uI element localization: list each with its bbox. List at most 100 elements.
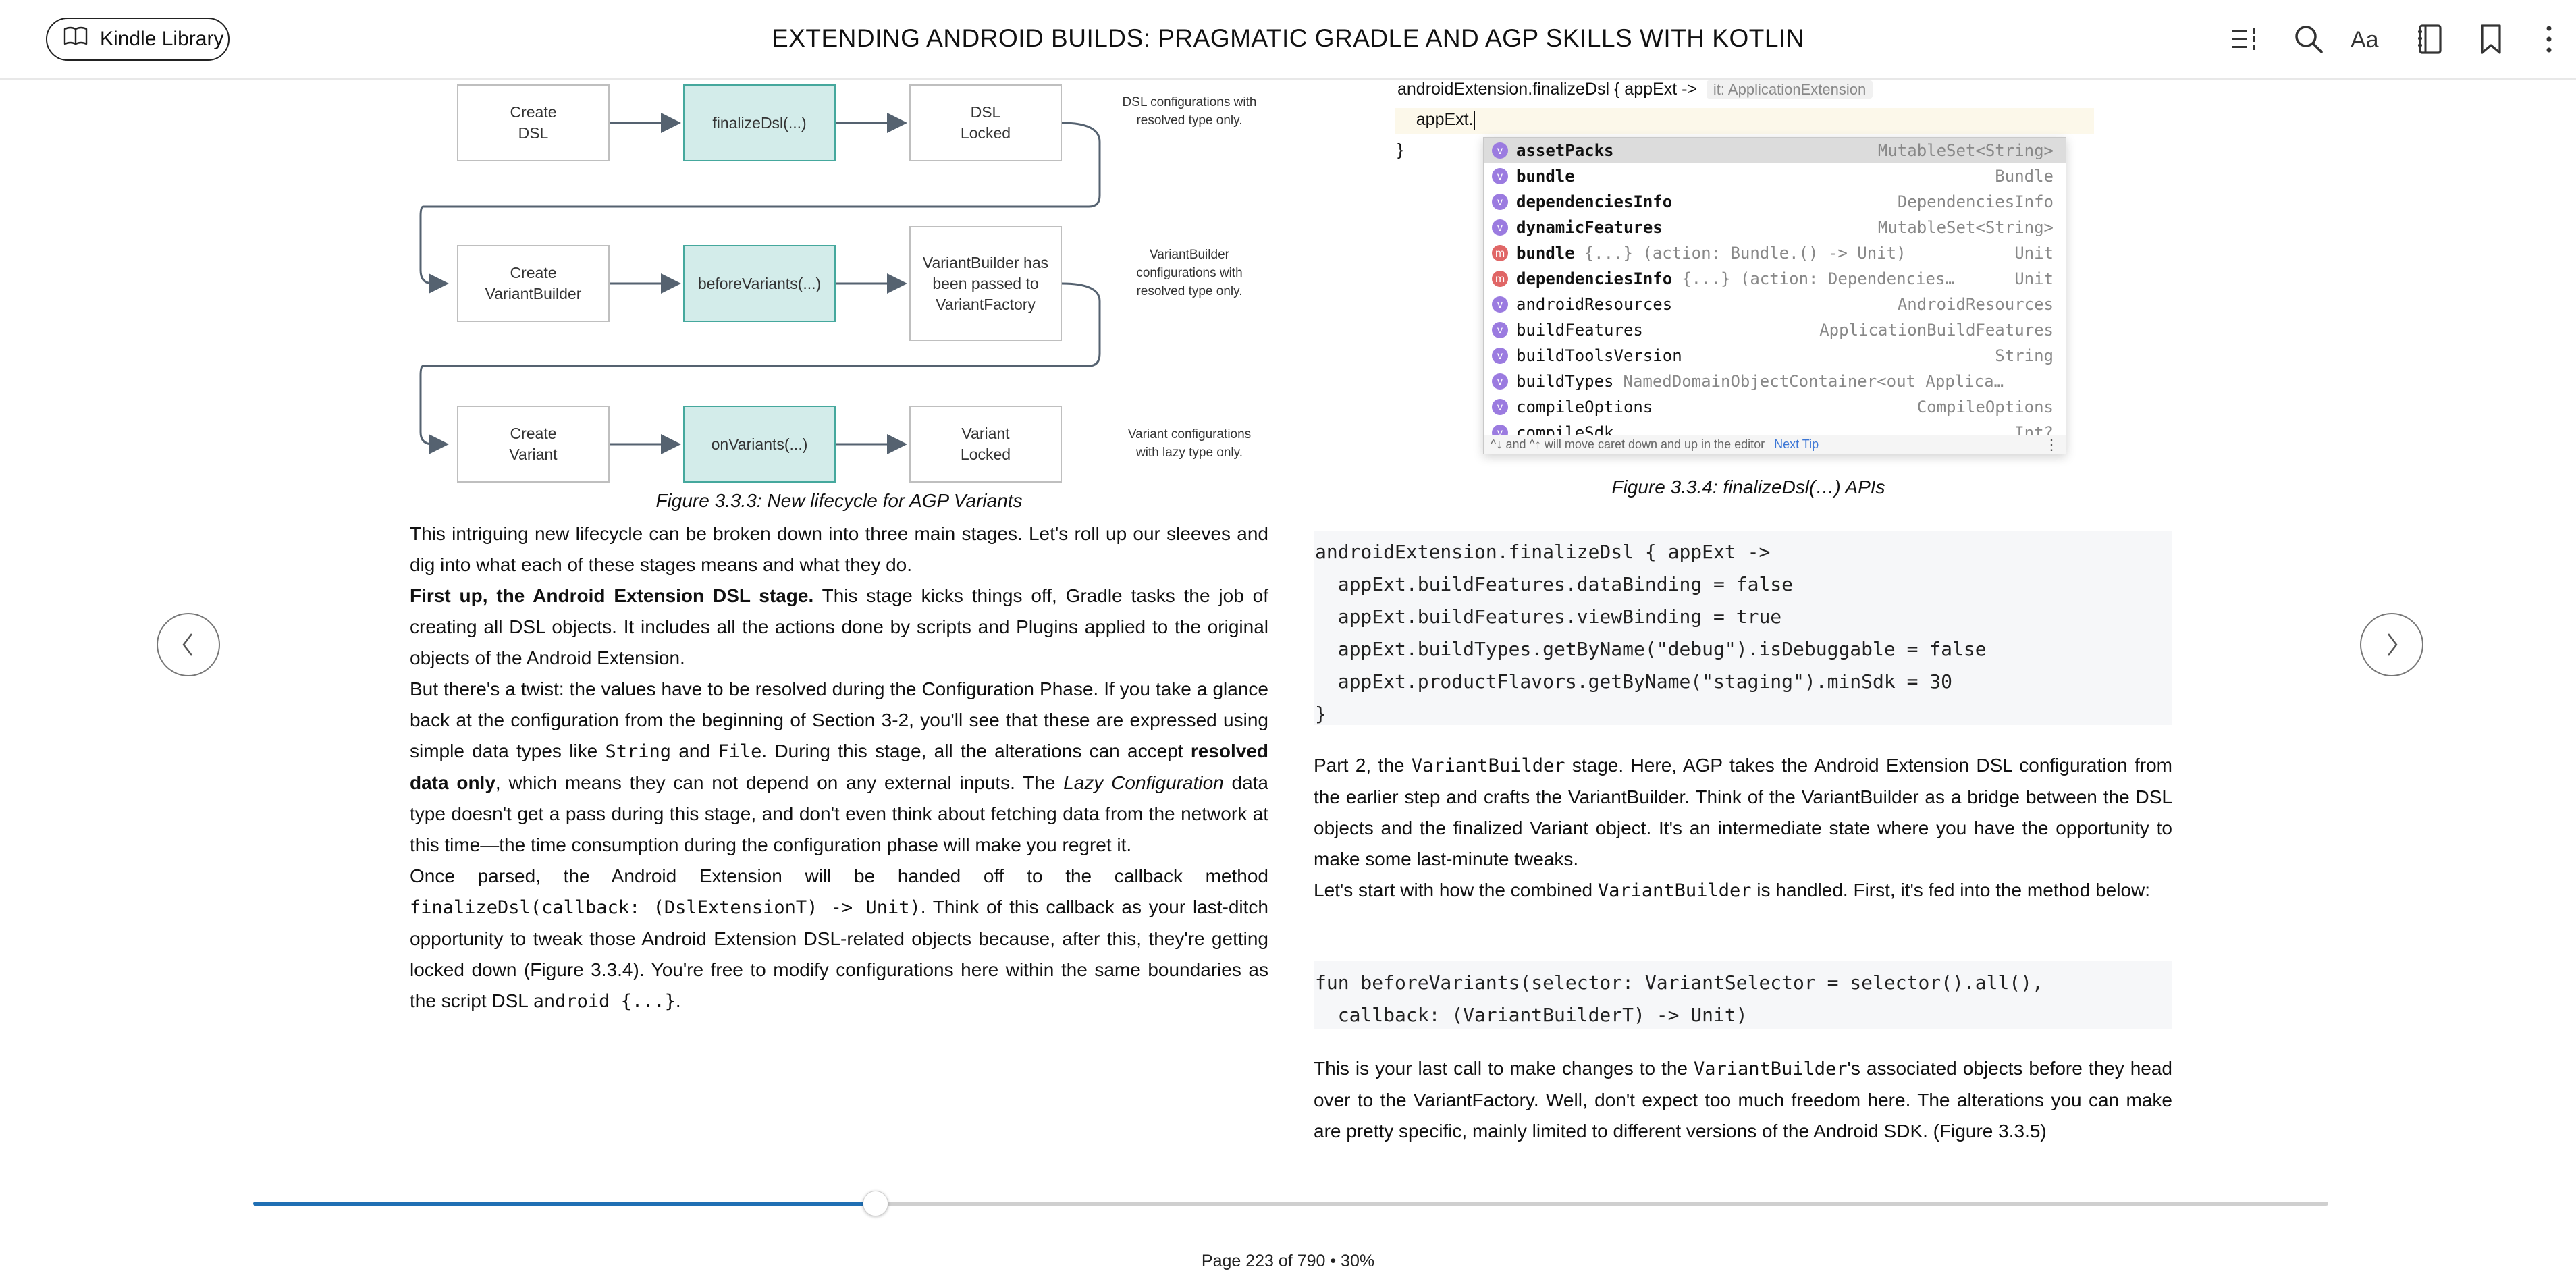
- code-text: androidExtension.finalizeDsl { appExt ->: [1315, 541, 1771, 563]
- table-of-contents-icon[interactable]: [2228, 20, 2265, 58]
- completion-type: MutableSet<String>: [1877, 141, 2054, 160]
- completion-type: String: [1995, 346, 2054, 365]
- code-line: appExt.buildTypes.getByName("debug").isD…: [1315, 633, 2172, 666]
- code-text: fun beforeVariants(selector: VariantSele…: [1315, 971, 2043, 994]
- more-options-icon[interactable]: [2530, 20, 2568, 58]
- variantbuilder-note: VariantBuilder configurations with resol…: [1136, 248, 1243, 298]
- left-prose: This intriguing new lifecycle can be bro…: [410, 518, 1268, 1017]
- reading-progress-bar[interactable]: [253, 1191, 2328, 1216]
- before-variants-box: beforeVariants(...): [683, 245, 836, 322]
- inline-code: finalizeDsl(callback: (DslExtensionT) ->…: [410, 897, 921, 918]
- completion-type: MutableSet<String>: [1877, 218, 2054, 237]
- completion-name: buildFeatures: [1516, 321, 1643, 340]
- text: Let's start with how the combined: [1314, 880, 1598, 901]
- completion-detail: NamedDomainObjectContainer<out Applica…: [1623, 372, 2004, 391]
- page-status: Page 223 of 790 • 30%: [1201, 1252, 1375, 1270]
- search-icon[interactable]: [2290, 20, 2328, 58]
- completion-item[interactable]: m dependenciesInfo {...} (action: Dependen…: [1484, 266, 2066, 292]
- kindle-library-button[interactable]: Kindle Library: [46, 18, 230, 61]
- text: is handled. First, it's fed into the met…: [1751, 880, 2151, 901]
- text: Once parsed, the Android Extension will …: [410, 865, 1268, 886]
- completion-name: assetPacks: [1516, 141, 1614, 160]
- svg-text:Aa: Aa: [2351, 27, 2379, 53]
- inline-code: String: [605, 741, 672, 762]
- progress-slider-handle[interactable]: [863, 1191, 889, 1216]
- paragraph: Part 2, the VariantBuilder stage. Here, …: [1314, 750, 2172, 875]
- code-text: appExt.productFlavors.getByName("staging…: [1315, 670, 1953, 693]
- notebook-icon[interactable]: [2411, 20, 2449, 58]
- font-settings-icon[interactable]: Aa: [2349, 20, 2387, 58]
- completion-name: bundle: [1516, 167, 1575, 186]
- property-kind-icon: v: [1492, 168, 1508, 184]
- ide-code-line: androidExtension.finalizeDsl { appExt ->…: [1397, 80, 1873, 99]
- variant-locked-label: Variant Locked: [960, 425, 1011, 463]
- inline-code: android {...}: [533, 991, 676, 1012]
- completion-item[interactable]: v compileOptions CompileOptions: [1484, 394, 2066, 420]
- property-kind-icon: v: [1492, 296, 1508, 313]
- italic-text: Lazy Configuration: [1063, 772, 1224, 793]
- text: , which means they can not depend on any…: [495, 772, 1064, 793]
- completion-name: dynamicFeatures: [1516, 218, 1663, 237]
- finalize-dsl-box: finalizeDsl(...): [683, 84, 836, 161]
- completion-name: bundle: [1516, 244, 1575, 263]
- completion-type: AndroidResources: [1897, 295, 2054, 314]
- property-kind-icon: v: [1492, 142, 1508, 159]
- next-page-button[interactable]: [2360, 613, 2423, 676]
- right-prose-top: Part 2, the VariantBuilder stage. Here, …: [1314, 750, 2172, 907]
- paragraph: But there's a twist: the values have to …: [410, 674, 1268, 861]
- completion-detail: {...} (action: Bundle.() -> Unit): [1584, 244, 1906, 263]
- paragraph: This intriguing new lifecycle can be bro…: [410, 523, 1268, 575]
- bold-text: First up, the Android Extension DSL stag…: [410, 585, 814, 606]
- right-prose-bottom: This is your last call to make changes t…: [1314, 1053, 2172, 1147]
- variantbuilder-passed-box: VariantBuilder has been passed to Varian…: [909, 226, 1062, 341]
- paragraph: This is your last call to make changes t…: [1314, 1053, 2172, 1147]
- text: data type doesn't get a pass during this…: [410, 772, 1268, 855]
- completion-footer: ^↓ and ^↑ will move caret down and up in…: [1484, 435, 2066, 454]
- completion-item[interactable]: v androidResources AndroidResources: [1484, 292, 2066, 317]
- property-kind-icon: v: [1492, 348, 1508, 364]
- code-line: }: [1315, 698, 2172, 730]
- completion-name: compileOptions: [1516, 398, 1653, 417]
- figure-caption-3-3-3: Figure 3.3.3: New lifecycle for AGP Vari…: [655, 490, 1023, 511]
- paragraph: First up, the Android Extension DSL stag…: [410, 581, 1268, 674]
- method-kind-icon: m: [1492, 271, 1508, 287]
- bookmark-icon[interactable]: [2472, 20, 2510, 58]
- ide-code-line: }: [1397, 140, 1403, 159]
- create-variant-box: Create Variant: [457, 406, 610, 483]
- chevron-left-icon: [182, 633, 192, 656]
- previous-page-button[interactable]: [157, 613, 220, 676]
- before-variants-label: beforeVariants(...): [697, 274, 822, 292]
- code-line: appExt.buildFeatures.dataBinding = false: [1315, 568, 2172, 601]
- inline-code: VariantBuilder: [1693, 1058, 1848, 1079]
- completion-type: Bundle: [1995, 167, 2054, 186]
- dsl-note: DSL configurations with resolved type on…: [1122, 95, 1257, 128]
- property-kind-icon: v: [1492, 399, 1508, 415]
- code-text: appExt.buildTypes.getByName("debug").isD…: [1315, 638, 1987, 660]
- completion-name: androidResources: [1516, 295, 1673, 314]
- completion-name: dependenciesInfo: [1516, 269, 1673, 288]
- text: . During this stage, all the alterations…: [761, 741, 1191, 761]
- completion-item[interactable]: v assetPacks MutableSet<String>: [1484, 138, 2066, 163]
- dsl-locked-label: DSL Locked: [960, 103, 1011, 142]
- create-variant-label: Create Variant: [509, 425, 558, 463]
- completion-type: CompileOptions: [1916, 398, 2054, 417]
- completion-type: ApplicationBuildFeatures: [1819, 321, 2054, 340]
- on-variants-box: onVariants(...): [683, 406, 836, 483]
- code-text: appExt.buildFeatures.viewBinding = true: [1315, 606, 1782, 628]
- completion-name: buildTypes: [1516, 372, 1614, 391]
- finalize-dsl-label: finalizeDsl(...): [712, 113, 807, 132]
- next-tip-link[interactable]: Next Tip: [1774, 437, 1819, 451]
- code-line: callback: (VariantBuilderT) -> Unit): [1315, 999, 2172, 1031]
- completion-detail: {...} (action: Dependencies…: [1682, 269, 1955, 288]
- variantbuilder-passed-label: VariantBuilder has been passed to Varian…: [922, 253, 1049, 313]
- dsl-locked-box: DSL Locked: [909, 84, 1062, 161]
- popup-more-icon[interactable]: ⋮: [2044, 435, 2059, 453]
